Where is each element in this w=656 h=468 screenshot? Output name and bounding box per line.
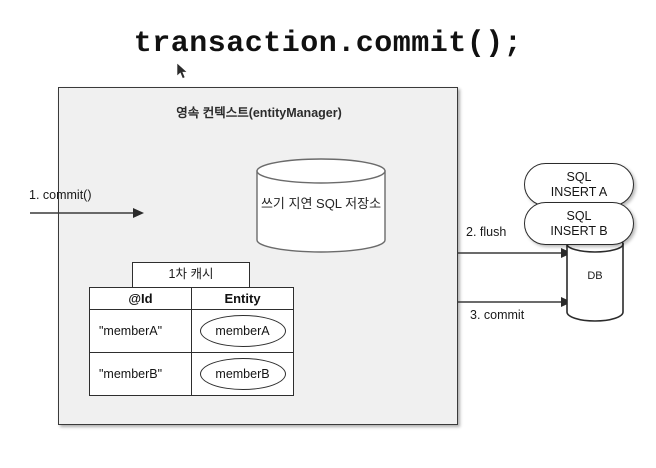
sql-insert-b-line1: SQL	[566, 209, 592, 223]
arrow-label-commit-in: 1. commit()	[29, 188, 92, 202]
entity-node: memberA	[199, 315, 286, 347]
first-level-cache-table: @Id Entity "memberA" memberA "memberB" m…	[89, 287, 294, 396]
cell-id: "memberA"	[89, 309, 192, 353]
arrow-commit-db	[458, 297, 572, 307]
table-header-row: @Id Entity	[89, 287, 294, 310]
sql-store-cylinder	[256, 158, 386, 253]
arrow-label-commit-db: 3. commit	[470, 308, 525, 322]
sql-insert-b-line2: INSERT B	[550, 224, 608, 238]
column-header-entity: Entity	[191, 287, 294, 310]
persistence-context-title: 영속 컨텍스트(entityManager)	[176, 106, 342, 120]
arrow-commit-in	[30, 208, 144, 218]
sql-store-label: 쓰기 지연 SQL 저장소	[260, 196, 382, 211]
sql-insert-a-node: SQL INSERT A	[524, 163, 634, 206]
persistence-context-container: 영속 컨텍스트(entityManager) 쓰기 지연 SQL 저장소 1차 …	[58, 87, 458, 425]
database-label: DB	[587, 270, 603, 282]
sql-insert-a-line1: SQL	[566, 170, 592, 184]
cell-entity: memberA	[191, 309, 294, 353]
cell-entity: memberB	[191, 352, 294, 396]
mouse-pointer-icon	[177, 63, 188, 79]
entity-node: memberB	[199, 358, 286, 390]
table-row: "memberB" memberB	[89, 352, 294, 396]
arrow-label-flush: 2. flush	[466, 225, 507, 239]
sql-insert-b-node: SQL INSERT B	[524, 202, 634, 245]
cell-id: "memberB"	[89, 352, 192, 396]
arrow-flush	[458, 248, 572, 258]
table-row: "memberA" memberA	[89, 309, 294, 353]
column-header-id: @Id	[89, 287, 192, 310]
page-title: transaction.commit();	[133, 27, 523, 61]
first-level-cache-tab: 1차 캐시	[132, 262, 250, 288]
sql-insert-a-line2: INSERT A	[550, 185, 608, 199]
